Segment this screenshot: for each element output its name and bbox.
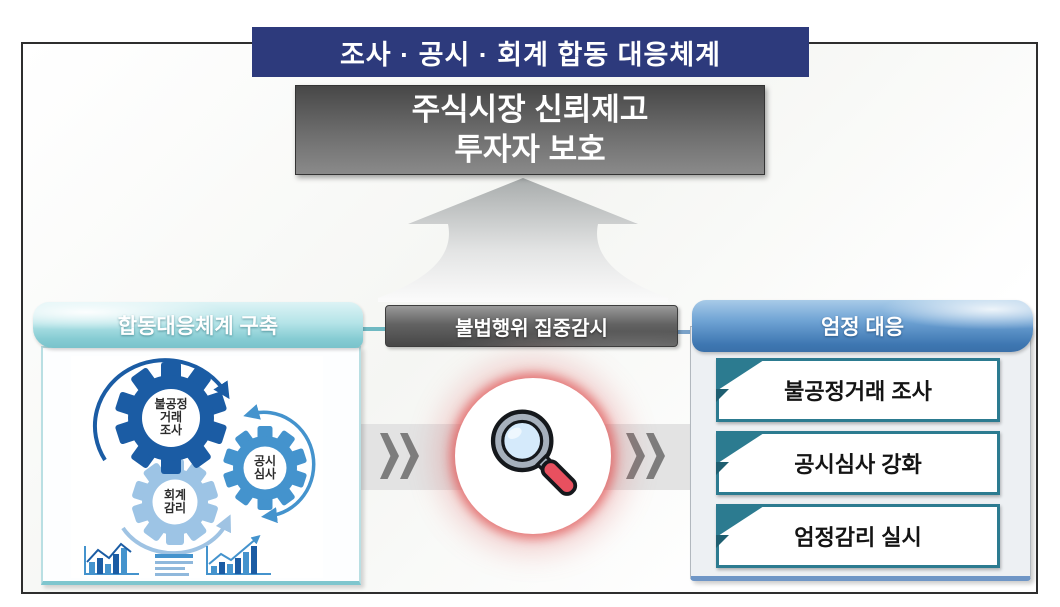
left-panel-body: 불공정 거래 조사 공시 심사 회계 감리 xyxy=(41,346,361,585)
response-item: 불공정거래 조사 xyxy=(716,358,1000,422)
banner-title: 조사 · 공시 · 회계 합동 대응체계 xyxy=(252,27,809,77)
corner-fold-shadow-icon xyxy=(716,535,729,548)
goal-line-1: 주식시장 신뢰제고 xyxy=(411,92,649,127)
gear-unfair-trade-label: 불공정 거래 조사 xyxy=(154,397,188,437)
up-arrow-icon xyxy=(378,178,668,302)
left-panel: 합동대응체계 구축 xyxy=(33,302,363,585)
double-chevron-right-icon xyxy=(380,433,419,479)
connector-line xyxy=(361,327,387,331)
response-item: 공시심사 강화 xyxy=(716,431,1000,495)
response-item: 엄정감리 실시 xyxy=(716,504,1000,568)
monitoring-circle xyxy=(455,378,611,534)
mini-bar-charts-icon xyxy=(84,535,271,576)
gear-accounting-audit-label: 회계 감리 xyxy=(163,488,187,515)
connector-line xyxy=(676,330,694,334)
right-panel-header: 엄정 대응 xyxy=(692,300,1033,352)
corner-fold-shadow-icon xyxy=(716,462,729,475)
response-item-label: 불공정거래 조사 xyxy=(784,379,932,404)
gear-disclosure-review-label: 공시 심사 xyxy=(253,454,277,481)
left-panel-header: 합동대응체계 구축 xyxy=(33,302,363,348)
magnifying-glass-icon xyxy=(490,409,578,496)
corner-fold-shadow-icon xyxy=(716,389,729,402)
right-panel: 엄정 대응 불공정거래 조사 공시심사 강화 엄정감리 실시 xyxy=(690,300,1035,583)
middle-panel-header: 불법행위 집중감시 xyxy=(385,305,678,347)
corner-fold-icon xyxy=(718,433,764,463)
gears-diagram: 불공정 거래 조사 공시 심사 회계 감리 xyxy=(71,356,323,578)
goal-line-2: 투자자 보호 xyxy=(454,132,606,167)
corner-fold-icon xyxy=(718,360,764,390)
response-item-label: 공시심사 강화 xyxy=(794,452,922,477)
goal-box: 주식시장 신뢰제고 투자자 보호 xyxy=(295,85,765,175)
double-chevron-right-icon xyxy=(626,433,665,479)
response-items: 불공정거래 조사 공시심사 강화 엄정감리 실시 xyxy=(716,358,1000,577)
corner-fold-icon xyxy=(718,506,764,536)
response-item-label: 엄정감리 실시 xyxy=(794,525,922,550)
